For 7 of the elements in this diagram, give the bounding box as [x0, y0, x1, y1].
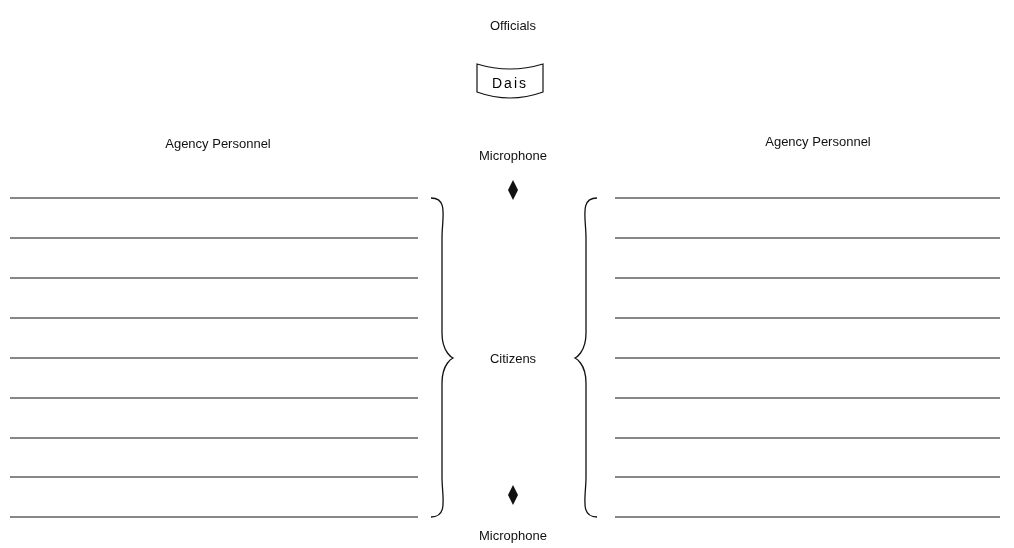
label: Agency Personnel [165, 135, 271, 151]
label: Officials [490, 17, 536, 33]
label: Microphone [479, 147, 547, 163]
label: Agency Personnel [765, 133, 871, 149]
node-label: Dais [491, 75, 529, 92]
label: Microphone [479, 527, 547, 543]
label: Citizens [489, 350, 537, 366]
